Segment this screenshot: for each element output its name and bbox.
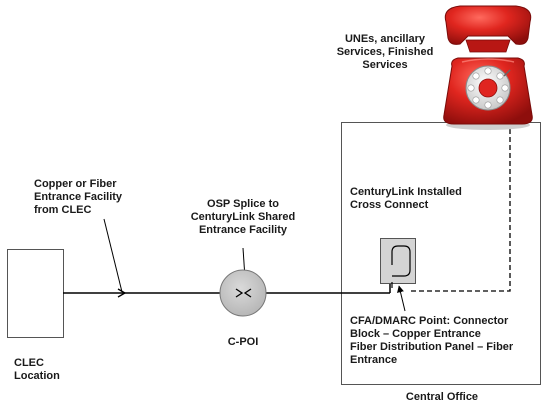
copper-fiber-label: Copper or Fiber Entrance Facility from C… [34, 178, 122, 217]
cross-connect-jumper [391, 245, 411, 277]
cfa-demarc-line-4: Entrance [350, 354, 398, 366]
installed-cross-connect-line-1: CenturyLink Installed [350, 186, 462, 198]
osp-splice-line-1: OSP Splice to [207, 198, 279, 210]
cfa-demarc-line-2: Block – Copper Entrance [350, 328, 481, 340]
cfa-demarc-label: CFA/DMARC Point: Connector Block – Coppe… [350, 315, 513, 367]
splice-arrow-left [235, 288, 244, 298]
installed-cross-connect-line-2: Cross Connect [350, 199, 429, 211]
osp-splice-line-3: Entrance Facility [198, 224, 288, 236]
central-office-label: Central Office [382, 391, 502, 404]
phone-services-line-1: UNEs, ancillary [344, 33, 426, 45]
copper-fiber-line-1: Copper or Fiber [34, 178, 117, 190]
osp-splice-label: OSP Splice to CenturyLink Shared Entranc… [180, 198, 306, 237]
cfa-pointer-arrow [397, 285, 406, 312]
phone-services-line-3: Services [362, 59, 408, 71]
flow-arrow [117, 288, 127, 298]
phone-services-line-2: Services, Finished [336, 46, 434, 58]
c-poi-label: C-POI [213, 336, 273, 349]
cfa-demarc-line-3: Fiber Distribution Panel – Fiber [350, 341, 514, 353]
telephone-icon [443, 5, 533, 130]
phone-services-label: UNEs, ancillary Services, Finished Servi… [330, 33, 440, 72]
copper-fiber-line-2: Entrance Facility [34, 191, 123, 203]
phone-service-dashed-line [408, 97, 511, 292]
installed-cross-connect-label: CenturyLink Installed Cross Connect [350, 186, 462, 212]
c-poi-text: C-POI [227, 336, 259, 348]
splice-arrow-right [243, 288, 252, 298]
central-office-text: Central Office [405, 391, 479, 403]
central-office-box [341, 122, 541, 385]
cfa-demarc-line-1: CFA/DMARC Point: Connector [350, 315, 509, 327]
clec-location-line-1: CLEC [14, 357, 44, 369]
clec-location-line-2: Location [14, 370, 60, 382]
copper-fiber-leader [103, 218, 123, 293]
clec-location-label: CLEC Location [14, 357, 60, 383]
clec-location-box [7, 249, 64, 338]
copper-fiber-line-3: from CLEC [34, 204, 92, 216]
osp-splice-line-2: CenturyLink Shared [190, 211, 296, 223]
